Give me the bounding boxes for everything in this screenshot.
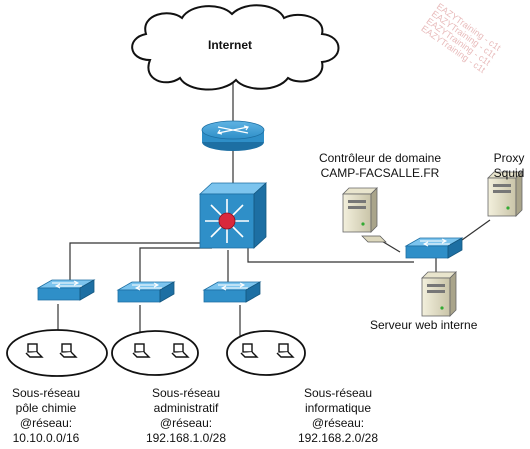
internet-cloud-icon — [131, 4, 340, 91]
switch-chimie-icon — [37, 279, 95, 301]
proxy-title: Proxy — [493, 151, 525, 165]
subnet-chimie-line: 10.10.0.0/16 — [12, 431, 80, 445]
subnet-admin-line: @réseau: — [159, 416, 213, 430]
subnet-chimie-label: Sous-réseau pôle chimie @réseau: 10.10.0… — [0, 386, 92, 446]
switch-servers-icon — [405, 237, 463, 259]
switch-info-icon — [203, 281, 261, 303]
domain-controller-label: Contrôleur de domaine CAMP-FACSALLE.FR — [300, 151, 460, 181]
internet-label: Internet — [208, 38, 253, 52]
cluster-admin — [111, 330, 199, 376]
subnet-info-line: @réseau: — [311, 416, 365, 430]
cluster-chimie — [6, 329, 108, 377]
subnet-info-line: 192.168.2.0/28 — [297, 431, 379, 445]
subnet-admin-label: Sous-réseau administratif @réseau: 192.1… — [136, 386, 236, 446]
web-server-label: Serveur web interne — [370, 318, 478, 332]
keyboard-icon — [361, 235, 387, 243]
proxy-label: Proxy Squid — [488, 151, 530, 181]
domain-controller-title: Contrôleur de domaine — [318, 151, 442, 165]
subnet-chimie-line: @réseau: — [19, 416, 73, 430]
core-switch-icon — [198, 182, 268, 249]
subnet-chimie-line: Sous-réseau — [11, 386, 81, 400]
links — [57, 78, 491, 338]
web-server-icon — [421, 271, 457, 317]
subnet-info-line: informatique — [304, 401, 372, 415]
subnet-info-label: Sous-réseau informatique @réseau: 192.16… — [288, 386, 388, 446]
domain-controller-domain: CAMP-FACSALLE.FR — [320, 166, 440, 180]
subnet-chimie-line: pôle chimie — [15, 401, 77, 415]
subnet-admin-line: 192.168.1.0/28 — [145, 431, 227, 445]
proxy-name: Squid — [493, 166, 525, 180]
subnet-admin-line: administratif — [153, 401, 219, 415]
subnet-info-line: Sous-réseau — [303, 386, 373, 400]
router-icon — [201, 120, 265, 151]
cluster-info — [226, 330, 306, 376]
subnet-admin-line: Sous-réseau — [151, 386, 221, 400]
switch-admin-icon — [117, 281, 175, 303]
domain-controller-server-icon — [342, 187, 378, 233]
